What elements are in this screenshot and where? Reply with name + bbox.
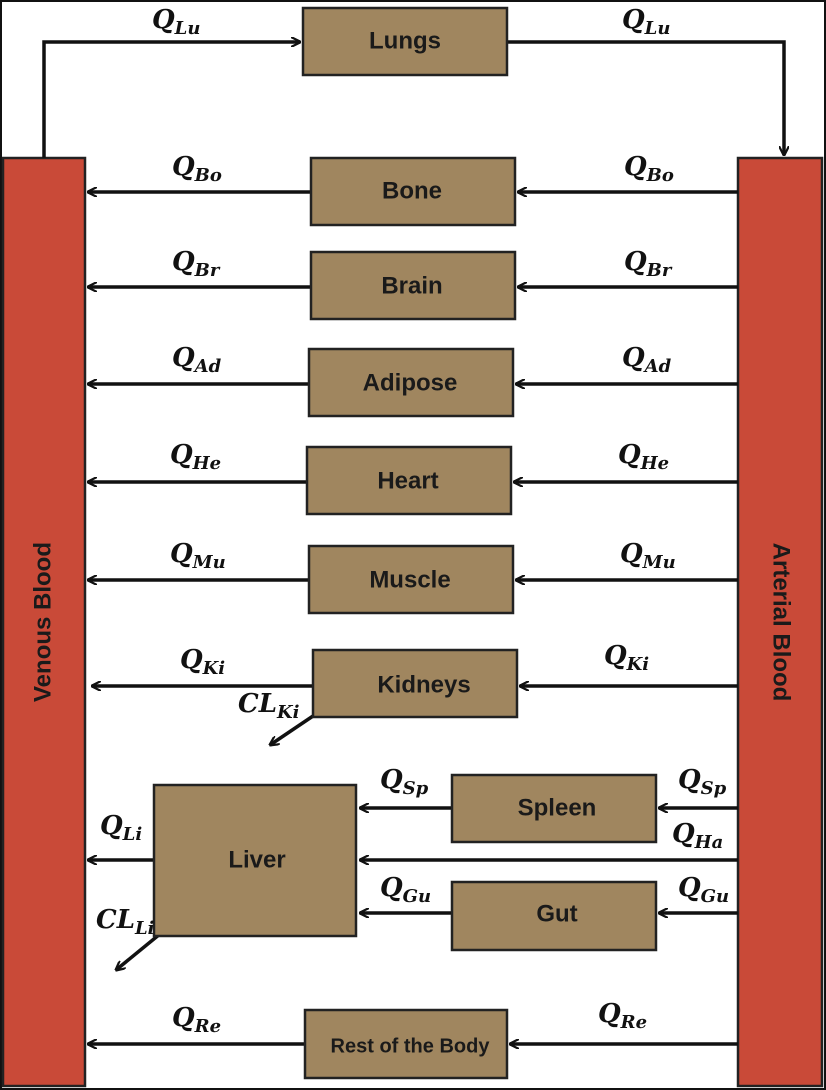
flow-label-lu-left: QLu <box>152 5 200 39</box>
muscle-label: Muscle <box>369 566 450 593</box>
flow-label-mu-right: QMu <box>620 539 676 573</box>
flow-label-br-left: QBr <box>172 247 221 281</box>
flow-label-gu-right: QGu <box>678 873 729 907</box>
clearance-label-li: CLLi <box>96 905 155 939</box>
flow-label-br-right: QBr <box>624 247 673 281</box>
flow-label-ki-left: QKi <box>180 645 225 679</box>
arrow-kidney-clearance <box>270 712 317 745</box>
flow-label-re-left: QRe <box>172 1003 221 1037</box>
flow-label-lu-right: QLu <box>622 5 670 39</box>
organ-adipose: Adipose <box>307 347 515 418</box>
arrow-venous-to-lungs <box>42 42 300 158</box>
flow-label-mu-left: QMu <box>170 539 226 573</box>
venous-blood-label: Venous Blood <box>29 542 56 702</box>
organ-brain: Brain <box>309 250 517 321</box>
adipose-label: Adipose <box>363 369 458 396</box>
organ-muscle: Muscle <box>307 544 515 615</box>
heart-label: Heart <box>377 467 438 494</box>
organ-bone: Bone <box>309 156 517 227</box>
flow-label-ha: QHa <box>672 819 723 853</box>
organ-spleen: Spleen <box>450 773 658 844</box>
arrow-liver-clearance <box>116 932 162 970</box>
flow-label-ki-right: QKi <box>604 641 649 675</box>
organ-rest-of-body: Rest of the Body <box>303 1008 509 1080</box>
flow-label-he-left: QHe <box>170 440 221 474</box>
lungs-label: Lungs <box>369 27 441 54</box>
arterial-blood-column: Arterial Blood <box>736 156 824 1088</box>
organ-gut: Gut <box>450 880 658 952</box>
organ-heart: Heart <box>305 445 513 516</box>
organ-kidneys: Kidneys <box>311 648 519 719</box>
arrow-lungs-to-arterial <box>507 40 784 155</box>
flow-label-bo-left: QBo <box>172 152 222 186</box>
gut-label: Gut <box>536 900 577 927</box>
flow-label-ad-right: QAd <box>622 343 672 377</box>
venous-blood-column: Venous Blood <box>1 156 87 1088</box>
kidneys-label: Kidneys <box>377 671 470 698</box>
flow-label-ad-left: QAd <box>172 343 222 377</box>
brain-label: Brain <box>381 272 442 299</box>
organ-lungs: Lungs <box>301 6 509 77</box>
rest-of-body-label: Rest of the Body <box>331 1035 491 1057</box>
liver-label: Liver <box>228 846 285 873</box>
clearance-label-ki: CLKi <box>238 689 300 723</box>
spleen-label: Spleen <box>518 794 597 821</box>
flow-label-gu-left: QGu <box>380 873 431 907</box>
bone-label: Bone <box>382 177 442 204</box>
flow-label-li: QLi <box>100 811 142 845</box>
flow-label-sp-right: QSp <box>678 765 727 799</box>
organ-liver: Liver <box>152 783 358 938</box>
flow-label-re-right: QRe <box>598 999 647 1033</box>
flow-label-he-right: QHe <box>618 440 669 474</box>
arterial-blood-label: Arterial Blood <box>768 543 795 702</box>
flow-label-bo-right: QBo <box>624 152 674 186</box>
flow-label-sp-left: QSp <box>380 765 429 799</box>
